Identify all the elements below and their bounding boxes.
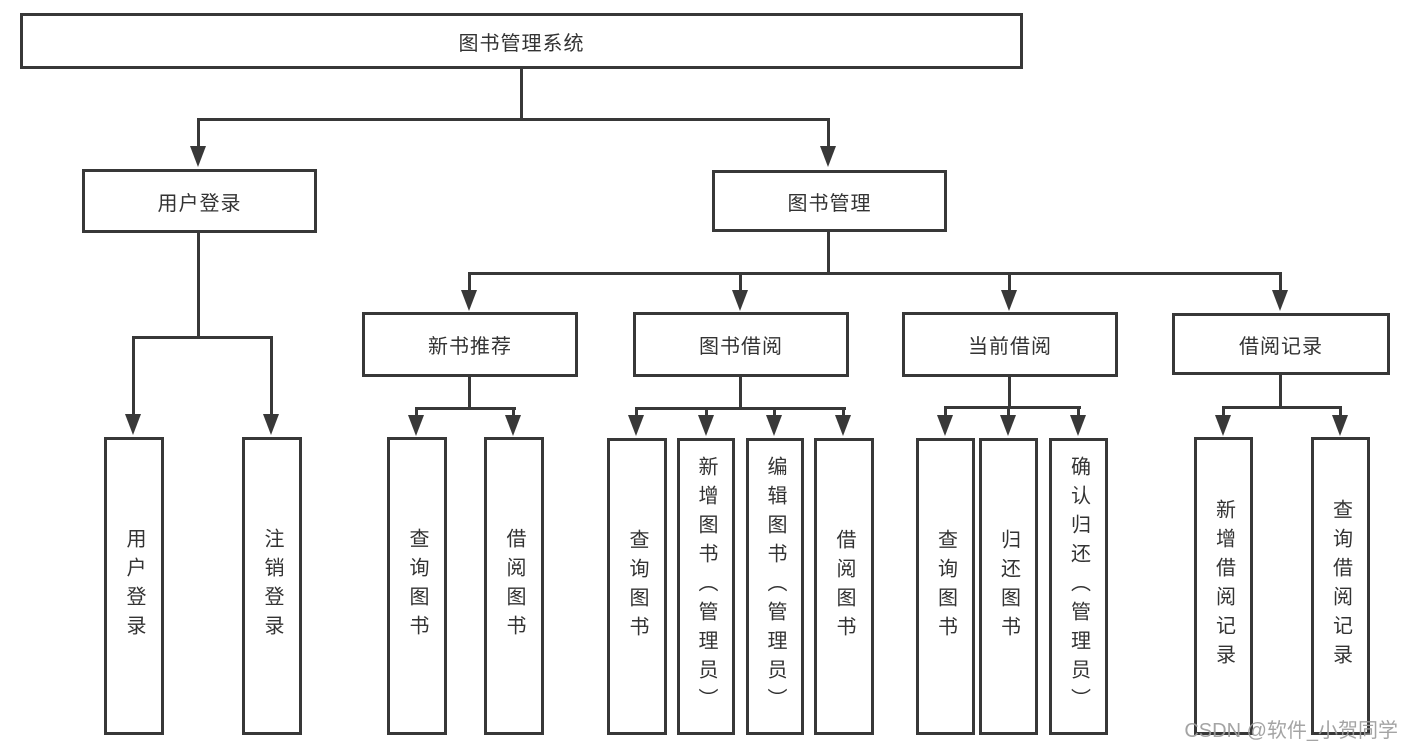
connector-line [520,69,523,118]
connector-line [1339,406,1342,417]
connector-line [739,377,742,407]
connector-line [1279,272,1282,292]
leaf-add-borrow-record: 新增借阅记录 [1194,437,1253,735]
connector-line [512,407,515,417]
node-label: 归还图书 [997,528,1020,645]
connector-line [705,407,708,417]
node-label: 查询图书 [626,528,648,645]
node-label: 新书推荐 [428,336,512,358]
node-label: 查询图书 [934,528,957,645]
watermark-text: CSDN @软件_小贺同学 [1184,720,1398,742]
leaf-edit-book-admin: 编辑图书（管理员） [746,438,804,735]
node-label: 当前借阅 [968,336,1052,358]
leaf-confirm-return-admin: 确认归还（管理员） [1049,438,1108,735]
connector-line [468,377,471,407]
node-label: 图书管理系统 [458,32,585,55]
node-borrowing-records: 借阅记录 [1172,313,1390,375]
node-current-borrowing: 当前借阅 [902,312,1118,377]
arrowhead-icon [505,415,521,436]
leaf-query-books-borrowing: 查询图书 [607,438,667,735]
node-label: 借阅记录 [1239,335,1323,358]
node-new-book-recommend: 新书推荐 [362,312,578,377]
connector-line [635,407,846,410]
connector-line [132,336,273,339]
arrowhead-icon [628,415,644,436]
leaf-query-books-current: 查询图书 [916,438,975,735]
node-library-management-system: 图书管理系统 [20,13,1023,69]
node-user-login: 用户登录 [82,169,317,233]
connector-line [827,118,830,148]
node-label: 查询借阅记录 [1329,499,1352,673]
connector-line [1007,406,1010,417]
arrowhead-icon [766,415,782,436]
connector-line [197,118,830,121]
node-label: 用户登录 [157,192,242,215]
connector-line [773,407,776,417]
arrowhead-icon [408,415,424,436]
node-book-borrowing: 图书借阅 [633,312,849,377]
arrowhead-icon [937,415,953,436]
leaf-return-book: 归还图书 [979,438,1038,735]
node-label: 编辑图书（管理员） [764,456,786,717]
arrowhead-icon [1001,290,1017,311]
arrowhead-icon [732,290,748,311]
connector-line [1008,377,1011,406]
node-label: 新增借阅记录 [1212,499,1235,673]
node-label: 新增图书（管理员） [695,456,717,717]
node-book-management: 图书管理 [712,170,947,232]
arrowhead-icon [1332,415,1348,436]
connector-line [468,272,471,292]
connector-line [197,118,200,148]
arrowhead-icon [820,146,836,167]
arrowhead-icon [1272,290,1288,311]
arrowhead-icon [1070,415,1086,436]
connector-line [842,407,845,417]
arrowhead-icon [263,414,279,435]
node-label: 借阅图书 [833,528,855,645]
connector-line [827,232,830,272]
connector-line [132,336,135,415]
leaf-borrow-books: 借阅图书 [814,438,874,735]
connector-line [944,406,1081,409]
arrowhead-icon [125,414,141,435]
leaf-borrow-books-recommend: 借阅图书 [484,437,544,735]
arrowhead-icon [1000,415,1016,436]
connector-line [1077,406,1080,417]
leaf-query-borrow-record: 查询借阅记录 [1311,437,1370,735]
arrowhead-icon [461,290,477,311]
leaf-logout: 注销登录 [242,437,302,735]
connector-line [415,407,418,417]
arrowhead-icon [835,415,851,436]
leaf-add-book-admin: 新增图书（管理员） [677,438,735,735]
connector-line [635,407,638,417]
node-label: 注销登录 [261,528,283,644]
node-label: 查询图书 [406,528,428,644]
node-label: 借阅图书 [503,528,525,644]
node-label: 图书管理 [787,192,872,215]
leaf-user-login: 用户登录 [104,437,164,735]
connector-line [1222,406,1225,417]
arrowhead-icon [698,415,714,436]
connector-line [468,272,1282,275]
node-label: 图书借阅 [699,336,783,358]
connector-line [1222,406,1342,409]
connector-line [1279,375,1282,406]
connector-line [270,336,273,415]
node-label: 确认归还（管理员） [1067,456,1090,717]
leaf-query-books-recommend: 查询图书 [387,437,447,735]
connector-line [197,233,200,336]
connector-line [1008,272,1011,292]
arrowhead-icon [190,146,206,167]
arrowhead-icon [1215,415,1231,436]
connector-line [739,272,742,292]
connector-line [415,407,516,410]
node-label: 用户登录 [123,528,145,644]
connector-line [944,406,947,417]
